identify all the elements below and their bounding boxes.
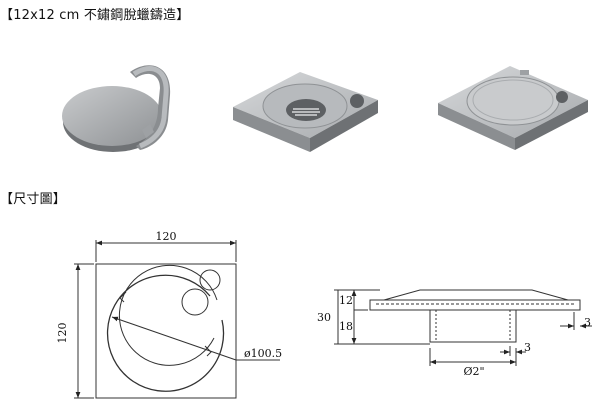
- dimension-section-title: 【尺寸圖】: [0, 192, 67, 207]
- product-section-title: 【12x12 cm 不鏽鋼脫蠟鑄造】: [0, 8, 190, 23]
- side-view-top-part-label: 12: [339, 294, 353, 307]
- top-view-height-label: 120: [56, 323, 69, 344]
- top-view-drawing: [74, 240, 280, 399]
- product-image-assembled: [438, 66, 588, 150]
- top-view-width-label: 120: [156, 230, 177, 243]
- top-view-diameter-label: ø100.5: [244, 347, 282, 360]
- side-view-pipe-label: Ø2": [463, 365, 484, 378]
- product-image-parts: [62, 65, 171, 152]
- side-view-offset-bottom-label: 3: [524, 341, 531, 354]
- product-image-base: [233, 72, 378, 152]
- side-view-offset-right-label: 3: [584, 316, 591, 329]
- side-view-bottom-part-label: 18: [339, 320, 353, 333]
- side-view-total-height-label: 30: [317, 311, 331, 324]
- side-view-drawing: [334, 289, 592, 366]
